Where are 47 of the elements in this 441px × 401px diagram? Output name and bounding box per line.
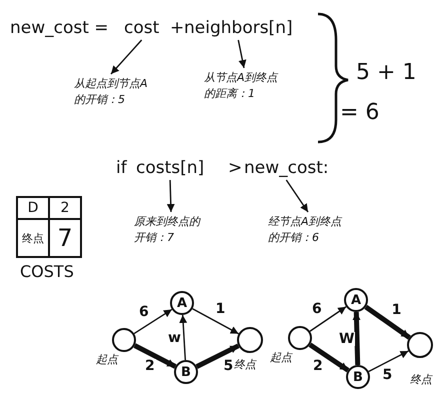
arrow	[364, 304, 411, 340]
edge-label: 6	[311, 302, 323, 316]
edge-label: 6	[138, 304, 150, 318]
arrow	[352, 312, 361, 366]
annotation-text: 从节点A到终点的距离：1	[204, 70, 280, 102]
code-token: new_cost =	[10, 18, 109, 38]
code-keyword: if	[116, 158, 127, 178]
node-caption: 起点	[96, 352, 118, 367]
arrow	[134, 343, 176, 369]
operator: >	[228, 158, 242, 178]
code-token: costs[n]	[136, 158, 204, 178]
table-cell: 7	[48, 218, 82, 258]
code-token: neighbors[n]	[184, 18, 293, 38]
arrow	[368, 350, 409, 372]
edge-label: W	[338, 332, 356, 346]
node-circle: B	[346, 365, 370, 389]
arrow	[308, 342, 350, 372]
arrow	[286, 180, 309, 212]
node-circle: A	[344, 288, 368, 312]
arrow	[179, 314, 188, 360]
arrow	[238, 40, 246, 68]
operator: +	[170, 18, 184, 38]
table-cell: 终点	[16, 218, 50, 258]
node-caption: 终点	[234, 357, 256, 372]
arrow	[134, 308, 172, 334]
edge-label: 2	[144, 359, 156, 373]
arrow	[196, 344, 240, 369]
annotation-text: 经节点A到终点的开销：6	[268, 214, 344, 246]
node-circle: B	[174, 360, 198, 384]
edge-label: 5	[382, 368, 394, 382]
code-token: cost	[124, 18, 160, 38]
math-text: 5 + 1	[356, 60, 416, 85]
table-caption: COSTS	[20, 262, 74, 281]
arrow	[166, 180, 175, 212]
node-caption: 终点	[410, 372, 432, 387]
math-text: = 6	[340, 100, 380, 125]
arrow	[110, 40, 142, 74]
arrow	[192, 308, 239, 334]
node-circle: A	[170, 291, 194, 315]
node-caption: 起点	[270, 350, 292, 365]
code-token: new_cost:	[244, 158, 329, 178]
annotation-text: 从起点到节点A的开销：5	[74, 76, 148, 108]
arrow	[310, 306, 346, 332]
edge-label: 5	[222, 359, 234, 374]
edge-label: 2	[312, 358, 324, 372]
table-cell: 2	[48, 196, 82, 220]
annotation-text: 原来到终点的开销：7	[134, 214, 202, 246]
